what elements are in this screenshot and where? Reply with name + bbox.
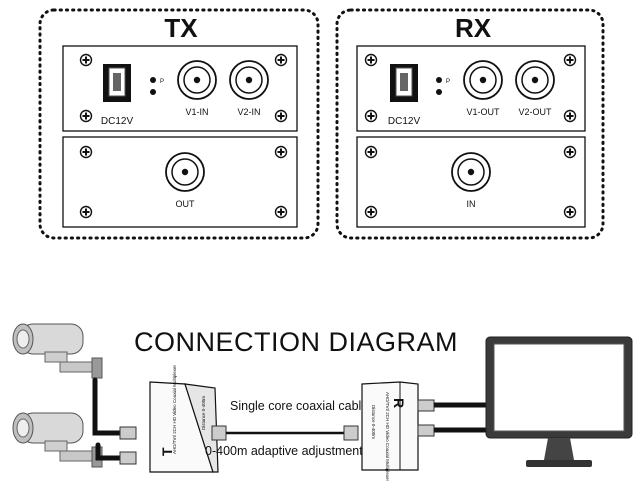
tx-panel: TX DC12V P V1-IN V2-IN [38,8,320,240]
rx-unit-sub: Distance 0-400m [371,405,376,439]
rx-output-1-label: V1-OUT [466,107,500,117]
tx-unit-letter: T [159,447,175,456]
screw-icon [79,53,93,67]
connection-diagram-title: CONNECTION DIAGRAM [134,327,458,357]
tx-input-2-label: V2-IN [237,107,260,117]
tx-led-label: P [160,79,164,85]
rx-unit-text: AHD/TVI/ 2CH HD Video Coaxial Multiplexe… [385,392,390,481]
screw-icon [364,145,378,159]
led-icon [150,89,156,95]
screw-icon [364,109,378,123]
bnc-connector-icon [515,60,555,100]
bnc-connector-icon [177,60,217,100]
rx-rear-plate: IN [356,136,586,228]
tx-input-1-label: V1-IN [185,107,208,117]
screw-icon [274,145,288,159]
led-icon [436,89,442,95]
rx-output-2-label: V2-OUT [518,107,552,117]
dc-jack-icon [103,64,131,102]
rx-title: RX [455,13,492,43]
screw-icon [563,109,577,123]
screw-icon [79,145,93,159]
cable-label: Single core coaxial cable [230,399,368,413]
distance-label: 0-400m adaptive adjustment [205,444,363,458]
coaxial-cable [211,425,359,441]
camera-icon [12,323,103,379]
screw-icon [274,53,288,67]
led-icon [150,77,156,83]
screw-icon [274,205,288,219]
bnc-connector-icon [165,152,205,192]
monitor-cables [417,399,488,437]
rx-led-label: P [446,79,450,85]
rx-front-plate: DC12V P V1-OUT V2-OUT [356,45,586,132]
screw-icon [364,53,378,67]
camera-cables [92,377,137,465]
screw-icon [364,205,378,219]
bnc-connector-icon [229,60,269,100]
dc-jack-icon [390,64,418,102]
led-icon [436,77,442,83]
tx-output-label: OUT [176,199,196,209]
bnc-connector-icon [463,60,503,100]
screw-icon [274,109,288,123]
tx-rear-plate: OUT [62,136,298,228]
screw-icon [563,53,577,67]
rx-unit-letter: R [391,398,407,408]
bnc-connector-icon [451,152,491,192]
tx-unit-text: AHD/TVI/ 2CH HD Video Coaxial Multiplexe… [172,365,177,454]
rx-input-label: IN [467,199,476,209]
rx-unit: R AHD/TVI/ 2CH HD Video Coaxial Multiple… [361,381,419,481]
screw-icon [79,109,93,123]
tx-unit-sub: Distance 0-400m [201,396,206,430]
tx-unit: T AHD/TVI/ 2CH HD Video Coaxial Multiple… [149,365,219,473]
monitor-icon [485,336,633,467]
rx-panel: RX DC12V P V1-OUT V2-OUT [335,8,605,240]
screw-icon [79,205,93,219]
tx-title: TX [164,13,198,43]
screw-icon [563,145,577,159]
tx-power-label: DC12V [101,116,134,127]
camera-icon [12,412,103,468]
screw-icon [563,205,577,219]
tx-front-plate: DC12V P V1-IN V2-IN [62,45,298,132]
rx-power-label: DC12V [388,116,421,127]
